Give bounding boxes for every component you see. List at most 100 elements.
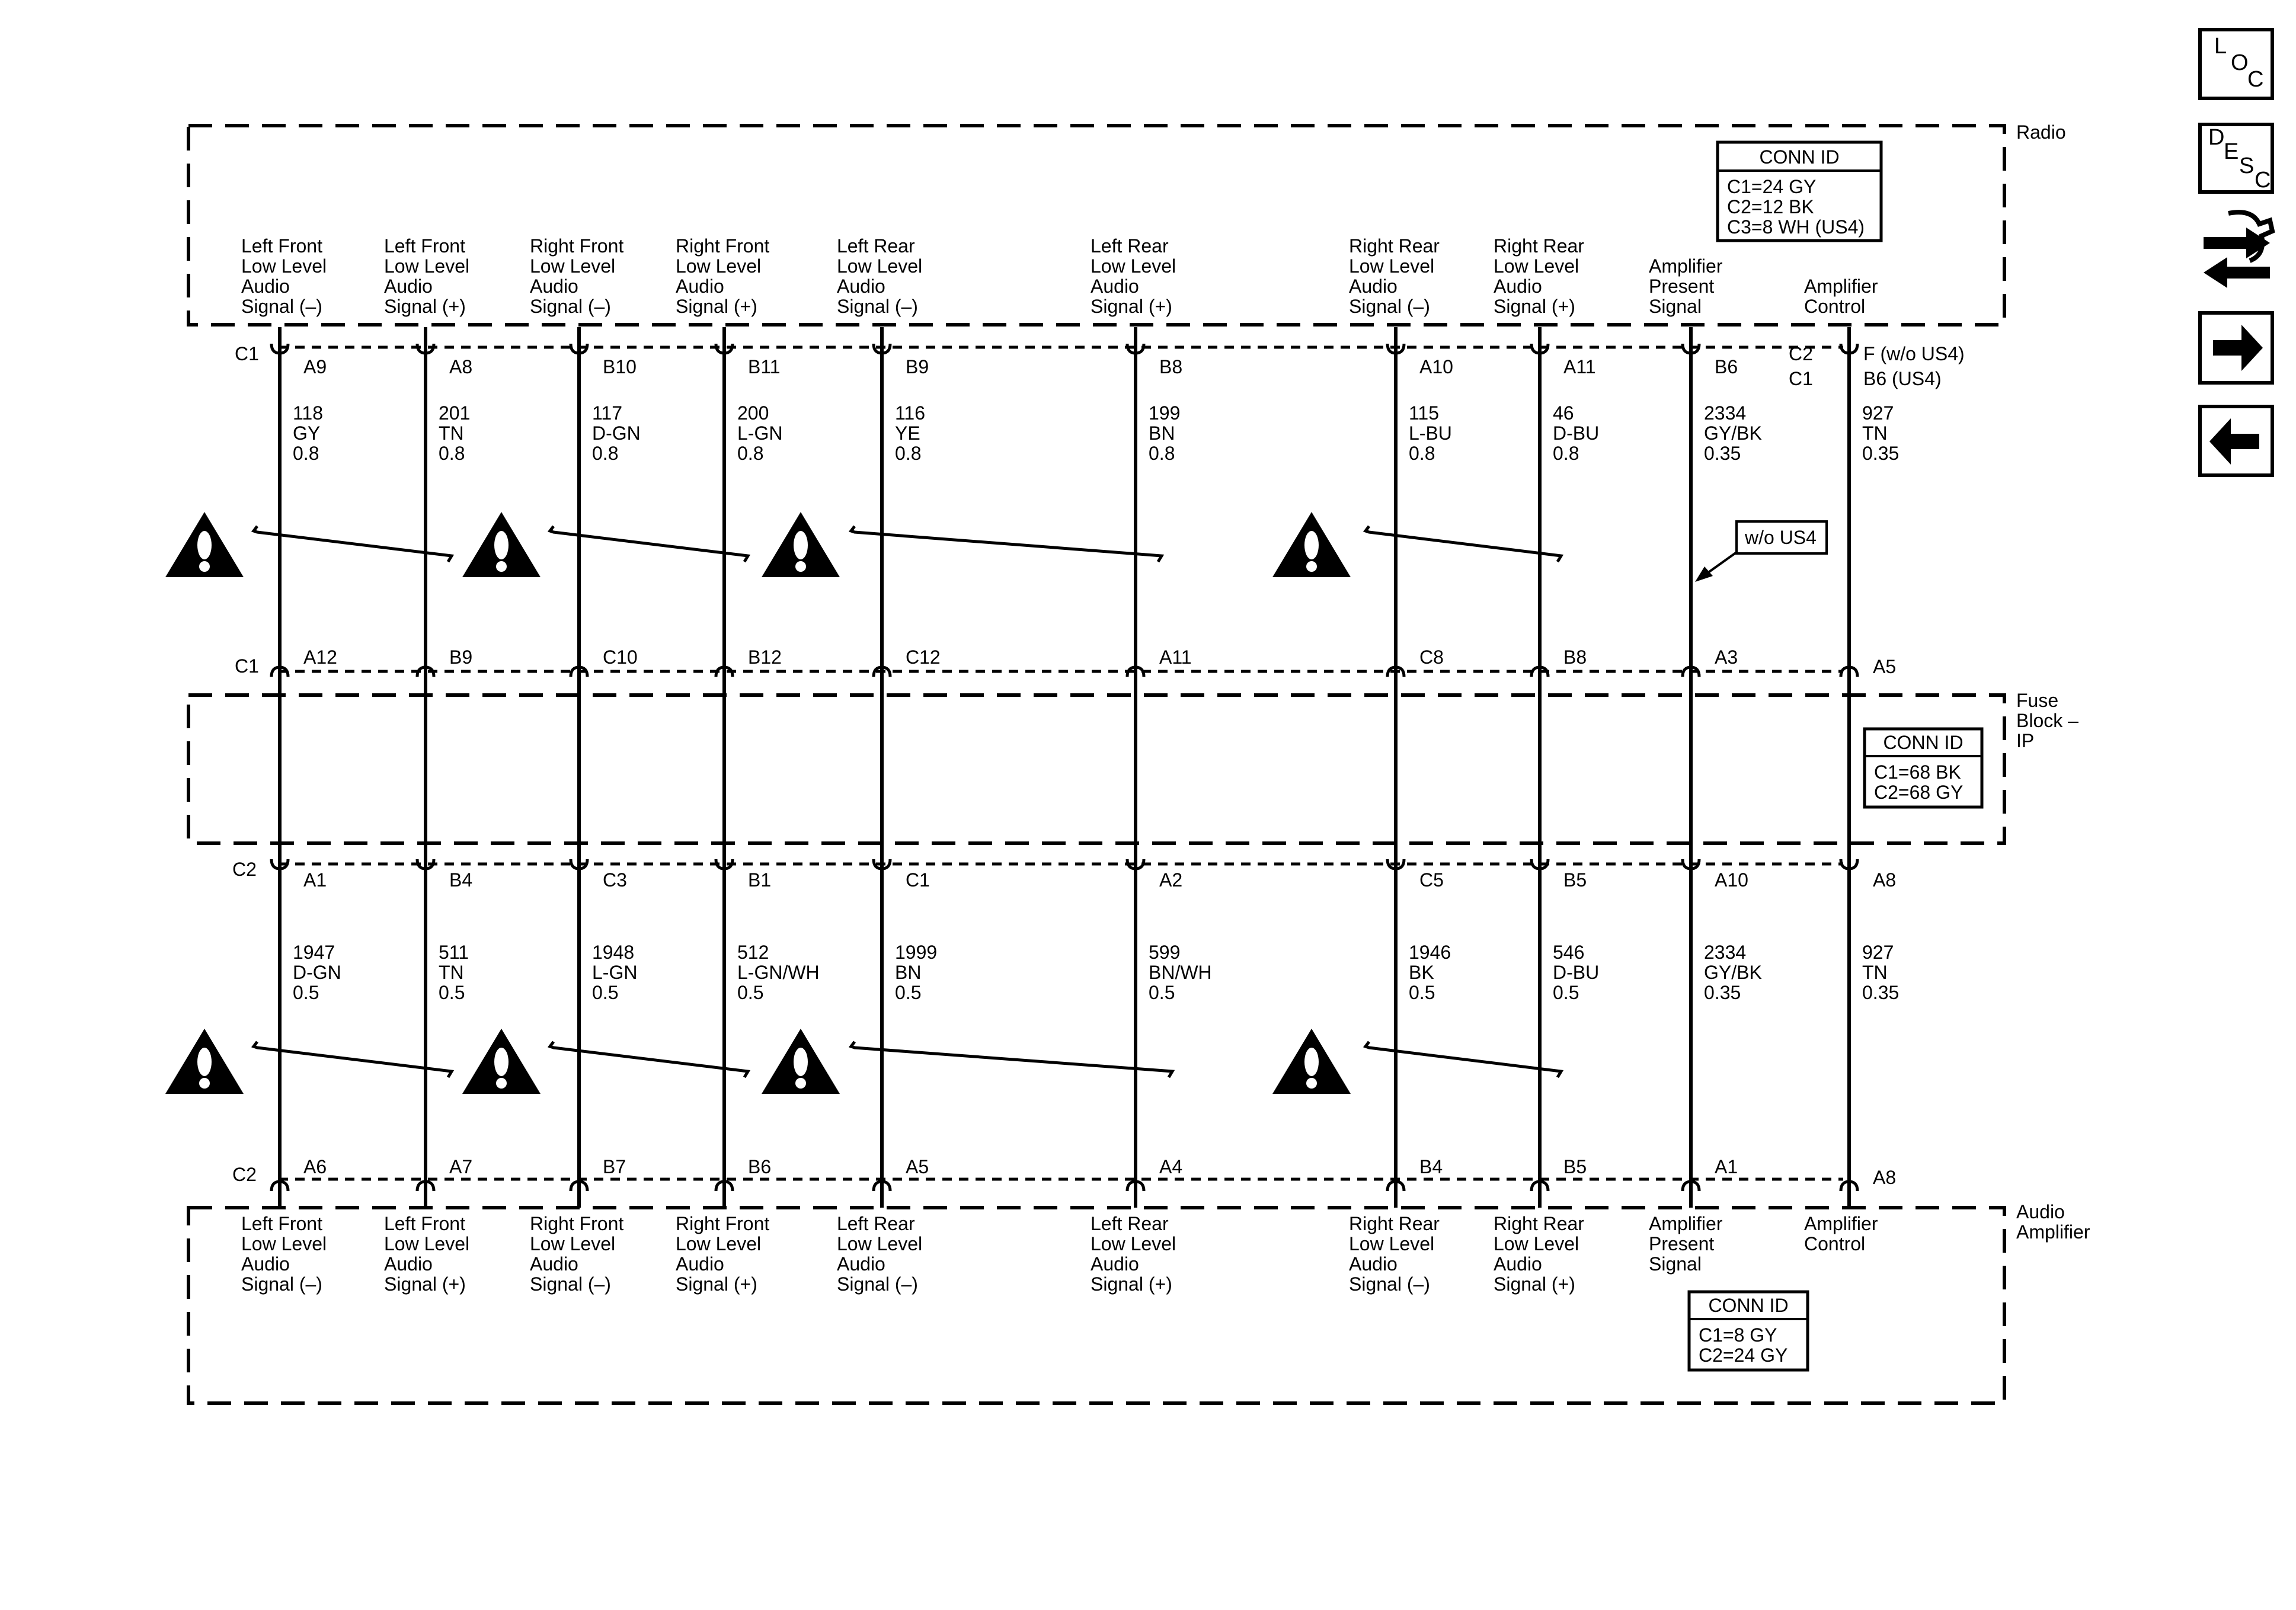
fuse-block-label-line: Block –: [2016, 710, 2078, 731]
connector-swap-icon-shape[interactable]: [2204, 228, 2270, 258]
radio-circuit-label-line: Left Front: [241, 235, 322, 257]
upper-wire-info: 0.35: [1862, 443, 1899, 464]
warning-icon: [762, 512, 840, 577]
warning-dot: [795, 561, 806, 572]
lower-wire-info: D-BU: [1553, 962, 1599, 983]
lower-wire-info: 1946: [1409, 942, 1451, 963]
fuse-top-pin-number: A5: [1873, 656, 1896, 677]
radio-circuit-label-line: Audio: [530, 276, 578, 297]
amp-circuit-label-line: Signal: [1649, 1253, 1702, 1275]
warning-dot: [199, 561, 210, 572]
radio-label: Radio: [2016, 121, 2066, 143]
conn-id-frame: [1687, 1290, 1809, 1372]
amp-pin-cavity: [872, 1180, 892, 1192]
amp-circuit-label-line: Left Front: [384, 1213, 465, 1234]
radio-circuit-label-line: Left Rear: [837, 235, 915, 257]
lower-wire-info: D-GN: [293, 962, 341, 983]
upper-wire-info: GY: [293, 422, 320, 444]
upper-wire-info: 116: [895, 402, 925, 424]
fuse-bottom-pin-cavity: [1530, 859, 1550, 870]
conn-id-title: CONN ID: [1883, 732, 1963, 753]
lower-wire-info: 0.5: [592, 982, 618, 1003]
connector-swap-icon[interactable]: [2204, 210, 2275, 288]
loc-button-frame[interactable]: [2198, 28, 2274, 100]
lower-wire-info: 0.5: [737, 982, 763, 1003]
warning-dot: [496, 1078, 507, 1089]
upper-wire-info: 0.8: [737, 443, 763, 464]
amp-pin-cavity: [270, 1180, 290, 1192]
loc-button[interactable]: L O C: [2198, 28, 2274, 100]
radio-circuit-label-line: Right Rear: [1494, 235, 1584, 257]
lower-wire-info: 927: [1862, 942, 1894, 963]
fuse-top-pin-cavity: [714, 665, 734, 677]
left-arrow-icon: [2209, 418, 2259, 465]
conn-id-line: C2=12 BK: [1727, 196, 1814, 217]
twisted-pair-line: [547, 1041, 751, 1078]
radio-pin-number: A8: [449, 356, 472, 377]
warning-mark: [794, 531, 808, 559]
amp-pin-number: A5: [906, 1156, 929, 1177]
upper-wire-info: TN: [439, 422, 464, 444]
radio-circuit-label-line: Audio: [1349, 276, 1398, 297]
connector-swap-icon-shape[interactable]: [2228, 210, 2275, 263]
radio-circuit-label-line: Audio: [1091, 276, 1139, 297]
amplifier-label-line: Amplifier: [2016, 1221, 2090, 1243]
upper-wire-info: 199: [1149, 402, 1180, 424]
warning-mark: [794, 1048, 808, 1076]
fuse-bottom-pin-number: B4: [449, 869, 472, 891]
radio-circuit-label-line: Signal (+): [384, 296, 466, 317]
amp-circuit-label-line: Right Front: [676, 1213, 769, 1234]
upper-wire-info: 0.8: [293, 443, 319, 464]
lower-wire-info: L-GN/WH: [737, 962, 820, 983]
warning-icon: [462, 1029, 541, 1094]
radio-circuit-label-line: Audio: [384, 276, 433, 297]
upper-wire-info: 927: [1862, 402, 1894, 424]
upper-wire-info: 0.8: [1149, 443, 1175, 464]
conn-id-title: CONN ID: [1759, 146, 1839, 168]
lower-wire-info: 511: [439, 942, 469, 963]
fuse-top-pin-cavity: [415, 665, 436, 677]
connector-swap-icon-shape[interactable]: [2204, 257, 2270, 288]
warning-icon: [165, 512, 244, 577]
upper-wire-info: 0.8: [439, 443, 465, 464]
warning-icon: [1272, 1029, 1351, 1094]
warning-group: [165, 512, 1564, 1094]
amp-circuit-label-line: Signal (+): [676, 1273, 757, 1295]
next-page-button[interactable]: [2198, 311, 2274, 385]
warning-icon: [1272, 512, 1351, 577]
warning-icon: [762, 1029, 840, 1094]
amp-circuit-label-line: Signal (+): [384, 1273, 466, 1295]
fuse-top-pin-number: B9: [449, 646, 472, 668]
lower-wire-info: 0.5: [1149, 982, 1175, 1003]
amp-pin-cavity: [1125, 1180, 1146, 1192]
upper-wire-info: 118: [293, 402, 323, 424]
fuse-bottom-pin-cavity: [415, 859, 436, 870]
warning-mark: [494, 1048, 509, 1076]
warning-mark: [1304, 531, 1319, 559]
fuse-bottom-pin-number: A2: [1159, 869, 1182, 891]
conn-id-line: C2=68 GY: [1874, 782, 1963, 803]
amp-pin-number: A6: [303, 1156, 327, 1177]
amplifier-label: Audio Amplifier: [2016, 1201, 2090, 1243]
amp-pin-number: A7: [449, 1156, 472, 1177]
desc-button-frame[interactable]: [2198, 123, 2274, 194]
upper-wire-info: D-BU: [1553, 422, 1599, 444]
radio-circuit-label-line: Signal (+): [1091, 296, 1172, 317]
fuse-top-pin-number: C12: [906, 646, 941, 668]
desc-button[interactable]: D E S C: [2198, 123, 2274, 194]
previous-page-button[interactable]: [2198, 405, 2274, 477]
lower-wire-info: BN/WH: [1149, 962, 1212, 983]
callout-frame: [1735, 520, 1828, 555]
amp-circuit-label-line: Audio: [241, 1253, 290, 1275]
twisted-pair-line: [848, 1041, 1175, 1078]
radio-pin-cavity: [270, 343, 290, 355]
radio-circuit-label-line: Low Level: [1349, 255, 1434, 277]
amp-circuit-label-line: Audio: [837, 1253, 885, 1275]
fuse-block-label: Fuse Block – IP: [2016, 690, 2084, 751]
